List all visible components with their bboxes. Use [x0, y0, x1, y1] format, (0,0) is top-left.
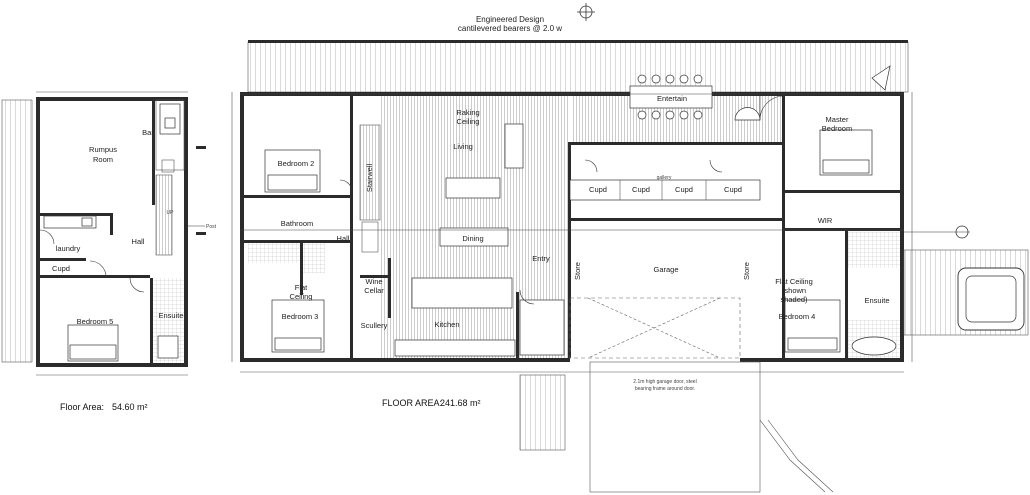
- upper-cupd-label: Cupd: [52, 264, 70, 273]
- bathroom-label: Bathroom: [281, 219, 314, 228]
- bedroom-5-label: Bedroom 5: [77, 317, 114, 326]
- main-floor-plan: [231, 40, 1029, 493]
- garage-door-note-1: 2.1m high garage door, steel: [633, 379, 696, 385]
- flat-ceiling-label-2: Ceiling: [290, 292, 313, 301]
- upper-floor-plan: [1, 91, 206, 376]
- bar-label: Bar: [142, 128, 154, 137]
- header-line-2: cantilevered bearers @ 2.0 w: [458, 24, 562, 33]
- bedroom-3-label: Bedroom 3: [282, 312, 319, 321]
- north-arrow-icon: [577, 3, 595, 21]
- bedroom-4-label: Bedroom 4: [779, 312, 816, 321]
- flat-ceiling-shaded-label-1: Flat Ceiling: [775, 277, 813, 286]
- dining-label: Dining: [462, 234, 483, 243]
- rumpus-label-2: Room: [93, 155, 113, 164]
- rumpus-label-1: Rumpus: [89, 145, 117, 154]
- raking-label-2: Ceiling: [457, 117, 480, 126]
- upper-area-label: Floor Area:: [60, 402, 104, 412]
- garage-label: Garage: [653, 265, 678, 274]
- bedroom-2-label: Bedroom 2: [278, 159, 315, 168]
- cupd-3-label: Cupd: [675, 185, 693, 194]
- gallery-label: gallery: [657, 175, 672, 181]
- living-label: Living: [453, 142, 473, 151]
- store-2-label: Store: [742, 262, 751, 280]
- flat-ceiling-shaded-label-3: shaded): [780, 295, 808, 304]
- cupd-1-label: Cupd: [589, 185, 607, 194]
- cupd-4-label: Cupd: [724, 185, 742, 194]
- store-1-label: Store: [573, 262, 582, 280]
- entry-label: Entry: [532, 254, 550, 263]
- master-label-1: Master: [826, 115, 849, 124]
- hall-label: Hall: [132, 237, 145, 246]
- entertain-label: Entertain: [657, 94, 687, 103]
- main-hall-label: Hall: [337, 234, 350, 243]
- upper-area-value: 54.60 m²: [112, 402, 148, 412]
- up-label: UP: [167, 210, 175, 216]
- wine-cellar-label-1: Wine: [365, 277, 382, 286]
- flat-ceiling-shaded-label-2: (shown: [782, 286, 806, 295]
- stairwell-label: Stairwell: [365, 163, 374, 192]
- laundry-label: laundry: [56, 244, 81, 253]
- flat-ceiling-label-1: Flat: [295, 283, 308, 292]
- cupd-2-label: Cupd: [632, 185, 650, 194]
- main-area-value: 241.68 m²: [440, 398, 481, 408]
- main-area-label: FLOOR AREA:: [382, 398, 442, 408]
- post-label: Post: [206, 224, 217, 230]
- header-line-1: Engineered Design: [476, 15, 544, 24]
- raking-label-1: Raking: [456, 108, 479, 117]
- master-label-2: Bedroom: [822, 124, 852, 133]
- upper-ensuite-label: Ensuite: [158, 311, 183, 320]
- main-ensuite-label: Ensuite: [864, 296, 889, 305]
- kitchen-label: Kitchen: [434, 320, 459, 329]
- scullery-label: Scullery: [361, 321, 388, 330]
- wine-cellar-label-2: Cellar: [364, 286, 384, 295]
- wir-label: WIR: [818, 216, 833, 225]
- garage-door-note-2: bearing frame around door.: [635, 386, 695, 392]
